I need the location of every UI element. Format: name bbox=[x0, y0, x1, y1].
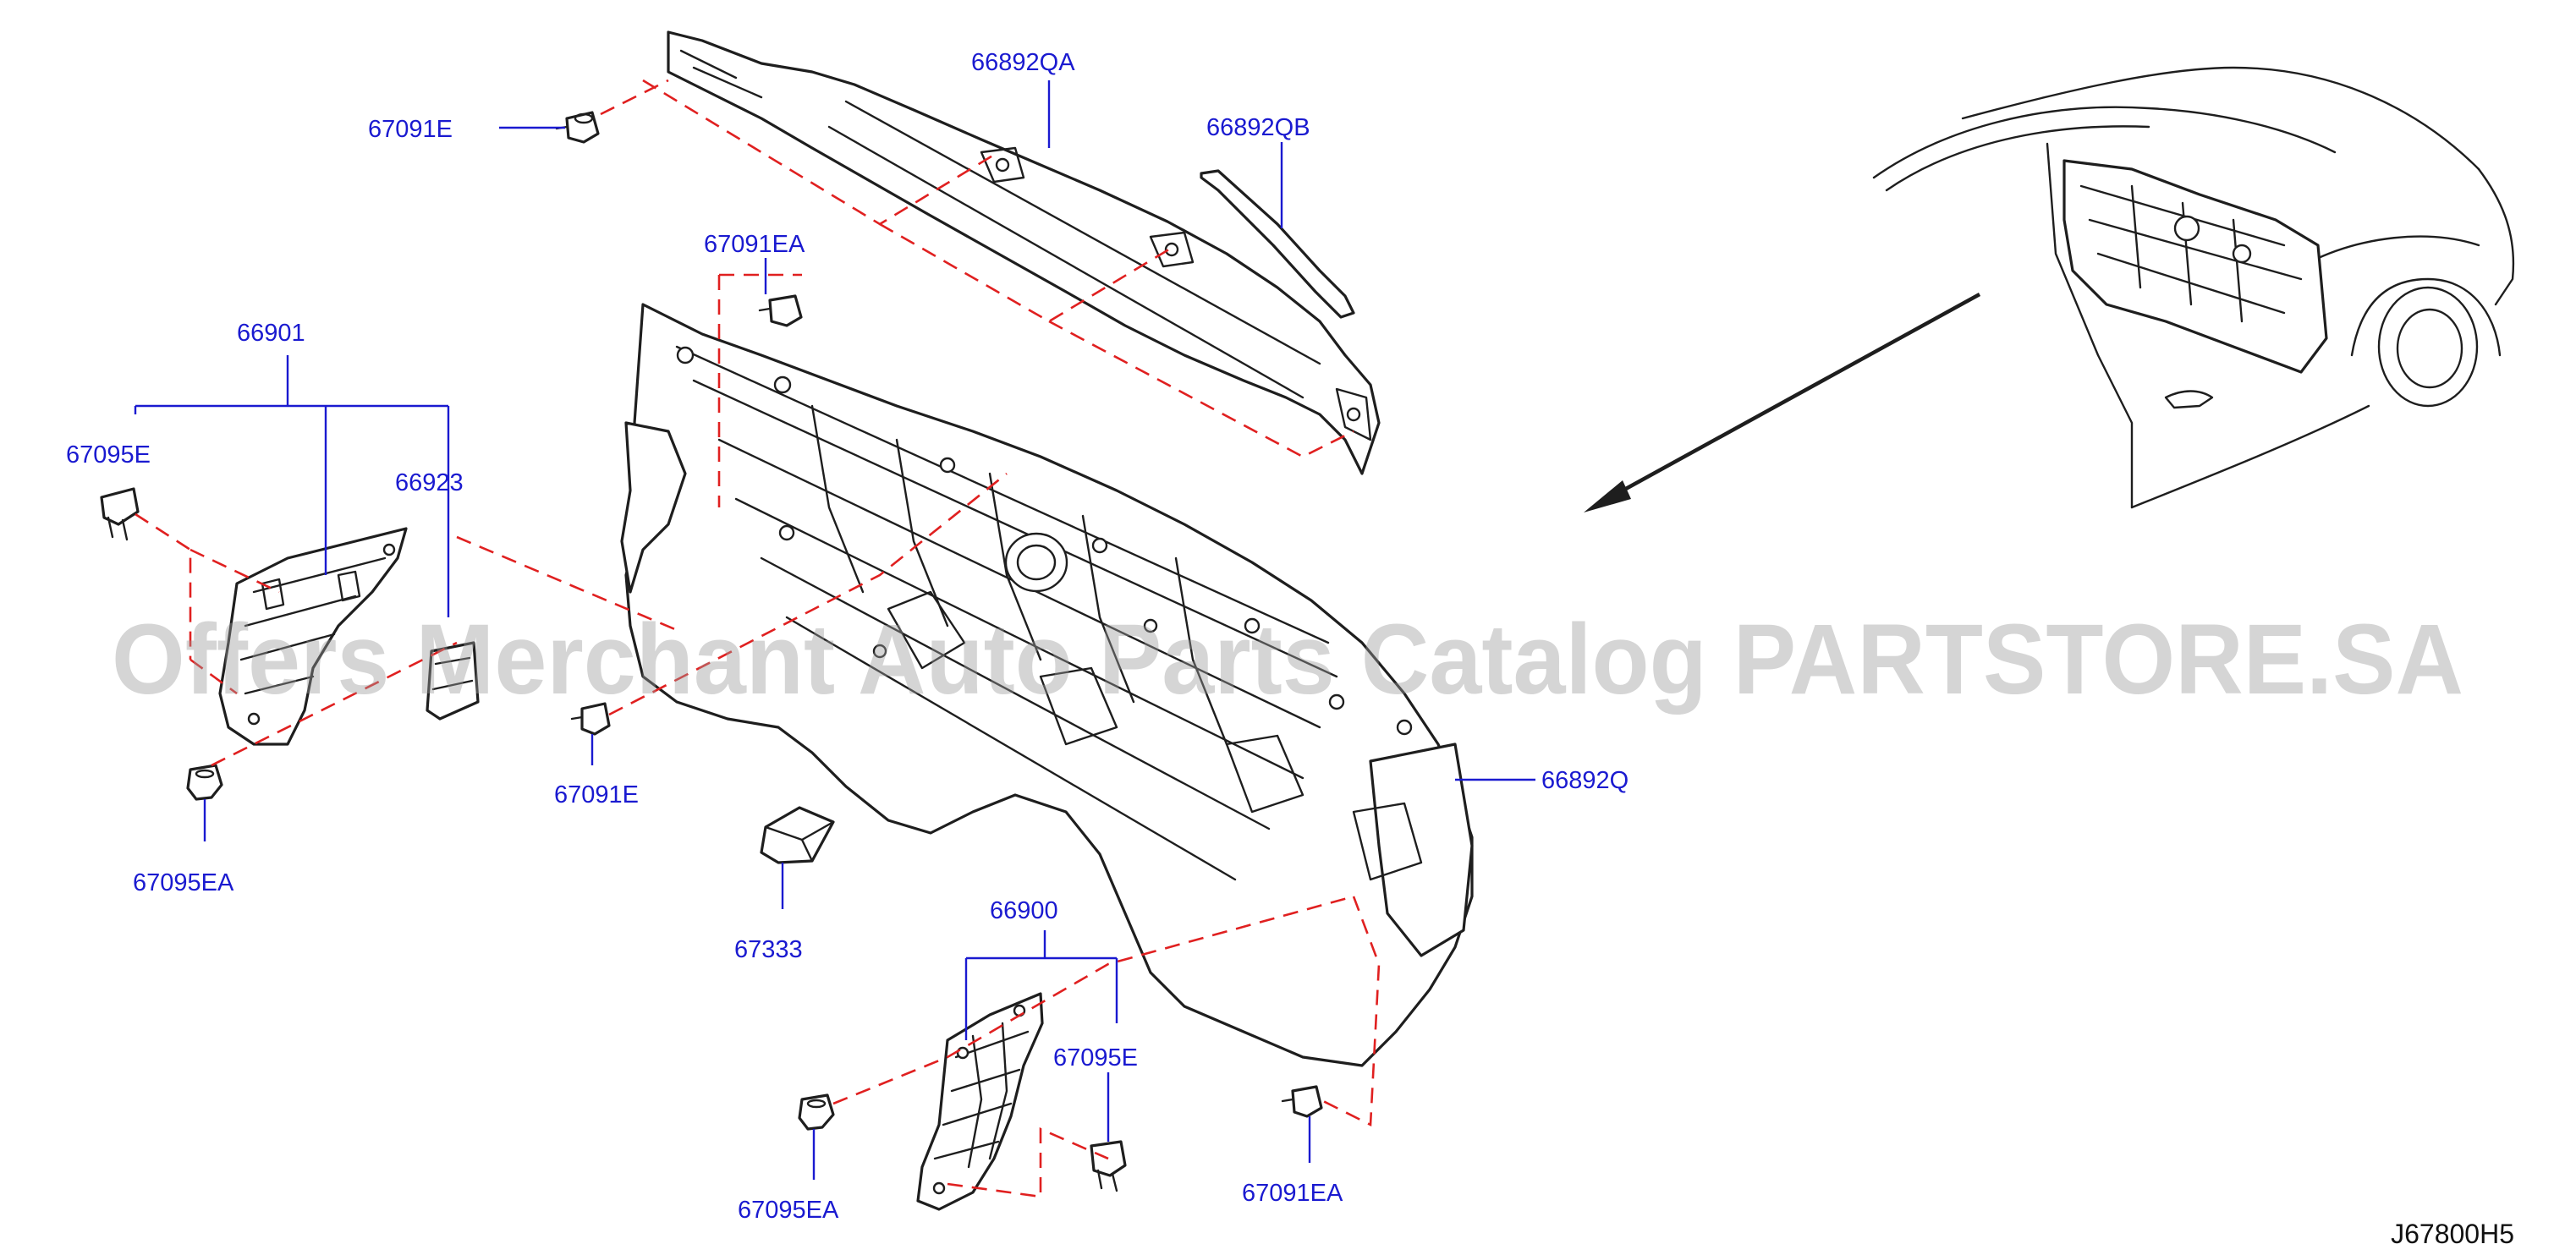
part-66892QB-seal-strip bbox=[1200, 169, 1355, 319]
label-67091EA-top: 67091EA bbox=[704, 231, 805, 258]
label-66892QA: 66892QA bbox=[971, 49, 1075, 76]
clip-67095E-left bbox=[100, 487, 140, 541]
part-66900-side-insulator-lower bbox=[916, 992, 1044, 1211]
label-67091EA-bottom: 67091EA bbox=[1242, 1180, 1343, 1207]
part-66901-side-insulator-left bbox=[218, 527, 408, 746]
part-labels: 66892QA 66892QB 67091E 67091EA 66901 670… bbox=[66, 49, 1629, 1224]
label-67095EA-left: 67095EA bbox=[133, 869, 234, 896]
part-66923-pad bbox=[426, 641, 480, 721]
label-66892Q: 66892Q bbox=[1541, 767, 1629, 794]
label-66892QB: 66892QB bbox=[1206, 114, 1310, 141]
label-66901: 66901 bbox=[237, 320, 305, 347]
label-leader-lines bbox=[134, 80, 1535, 1180]
fastener-guide-lines bbox=[135, 79, 1381, 1198]
label-67095EA-bottom: 67095EA bbox=[738, 1197, 839, 1224]
clip-67091EA-top bbox=[758, 294, 803, 327]
label-66923: 66923 bbox=[395, 469, 464, 496]
label-67333: 67333 bbox=[734, 936, 803, 963]
part-67333-pad bbox=[760, 806, 835, 864]
diagram-code: J67800H5 bbox=[2391, 1219, 2514, 1249]
watermark-text: Offers Merchant Auto Parts Catalog PARTS… bbox=[112, 604, 2463, 715]
vehicle-locator-illustration bbox=[1584, 66, 2515, 512]
label-66900: 66900 bbox=[990, 897, 1058, 924]
clip-67095E-bottom bbox=[1090, 1140, 1127, 1192]
clip-67091EA-bottom bbox=[1281, 1085, 1323, 1118]
label-67091E-top: 67091E bbox=[368, 116, 453, 143]
nut-67095EA-left bbox=[186, 764, 223, 801]
label-67095E-bottom: 67095E bbox=[1053, 1044, 1138, 1071]
label-67091E-mid: 67091E bbox=[554, 781, 639, 808]
clip-67091E-mid bbox=[570, 702, 611, 736]
nut-67095EA-bottom bbox=[798, 1093, 835, 1131]
label-67095E-left: 67095E bbox=[66, 441, 151, 469]
part-66892QA-upper-insulator bbox=[667, 30, 1381, 475]
